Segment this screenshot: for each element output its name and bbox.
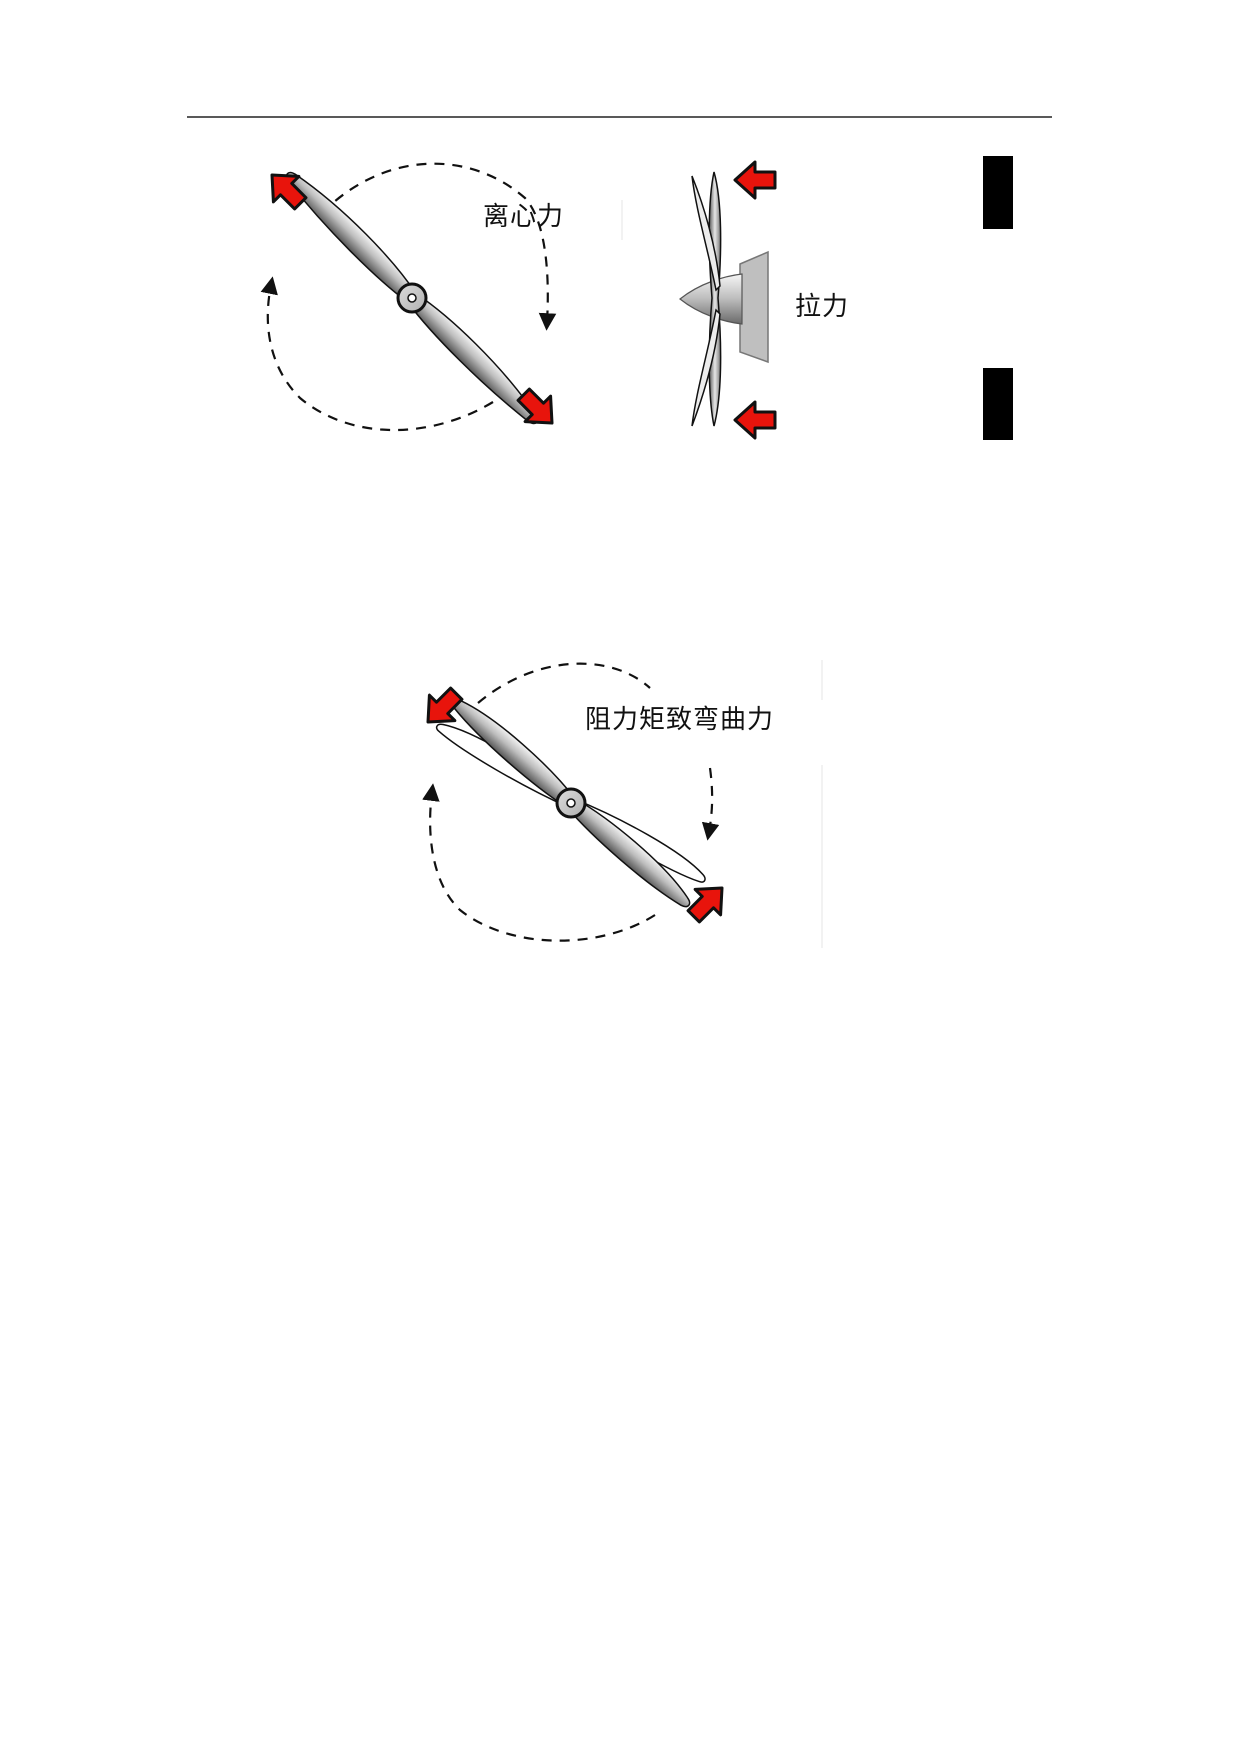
propeller-blade-lower-2 [566, 797, 691, 908]
thrust-figure [679, 160, 777, 440]
edge-bar-top [983, 156, 1013, 229]
engine-nacelle [739, 250, 769, 364]
propeller-blade-bent-upper [691, 175, 721, 292]
propeller-hub-center-2 [566, 798, 576, 808]
propeller-hub-center [407, 293, 417, 303]
thrust-arrow-upper [733, 160, 777, 200]
rotation-arc-lower [260, 276, 494, 432]
drag-torque-label: 阻力矩致弯曲力 [585, 705, 775, 735]
centrifugal-figure [257, 160, 567, 438]
edge-bar-bottom [983, 368, 1013, 440]
thrust-arrow-lower [733, 400, 777, 440]
spinner-cone [679, 273, 743, 325]
thrust-label: 拉力 [795, 292, 850, 322]
drag-torque-figure [413, 662, 737, 942]
rotation-arc-upper-2 [477, 662, 712, 832]
centrifugal-force-label: 离心力 [483, 202, 565, 232]
propeller-blade-bent-lower [691, 308, 721, 427]
rotation-arc-lower-2 [422, 783, 656, 942]
propeller-blade-upper [285, 171, 418, 304]
